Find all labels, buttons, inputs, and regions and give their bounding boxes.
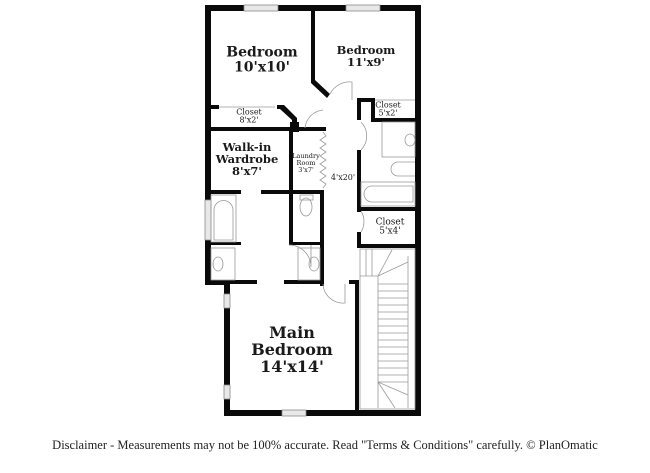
walls: [205, 5, 421, 416]
room-label-closet-8x2: Closet 8'x2': [236, 107, 262, 126]
room-label-closet-5x2: Closet 5'x2': [375, 100, 401, 119]
disclaimer-text: Disclaimer - Measurements may not be 100…: [52, 438, 598, 452]
room-name: Closet: [236, 107, 262, 117]
room-label-main-bedroom: Main Bedroom 14'x14': [251, 322, 333, 376]
room-name-line1: Main: [269, 322, 315, 342]
room-label-bedroom-11x9: Bedroom 11'x9': [337, 44, 396, 68]
room-dimensions: 8'x2': [239, 116, 259, 125]
room-label-closet-5x4: Closet 5'x4': [375, 217, 405, 238]
room-name: Bedroom: [226, 44, 298, 61]
floor-plan: [204, 4, 421, 417]
room-name-line1: Walk-in: [222, 139, 272, 154]
windows: [204, 4, 381, 417]
room-name-line1: Laundry: [292, 151, 320, 160]
room-dimensions: 4'x20': [330, 172, 356, 182]
room-label-walk-in-wardrobe: Walk-in Wardrobe 8'x7': [216, 141, 279, 177]
room-name-line2: Bedroom: [251, 339, 333, 359]
staircase: [359, 248, 416, 410]
room-dimensions: 11'x9': [347, 55, 385, 69]
room-name: Closet: [375, 100, 401, 110]
room-name: Bedroom: [336, 42, 396, 57]
room-label-hallway: 4'x20': [330, 172, 356, 182]
room-dimensions: 5'x2': [378, 109, 398, 118]
room-label-laundry-room: Laundry Room 3'x7': [292, 151, 320, 174]
room-name-line2: Room: [296, 158, 316, 167]
room-dimensions: 3'x7': [298, 165, 314, 174]
room-label-bedroom-10x10: Bedroom 10'x10': [226, 45, 297, 74]
room-dimensions: 14'x14': [260, 356, 324, 376]
room-dimensions: 5'x4': [379, 227, 401, 237]
room-dimensions: 8'x7': [232, 164, 262, 179]
room-name: Closet: [375, 217, 405, 228]
room-name-line2: Wardrobe: [215, 151, 279, 166]
fixtures: [210, 81, 416, 304]
room-dimensions: 10'x10': [234, 59, 290, 75]
